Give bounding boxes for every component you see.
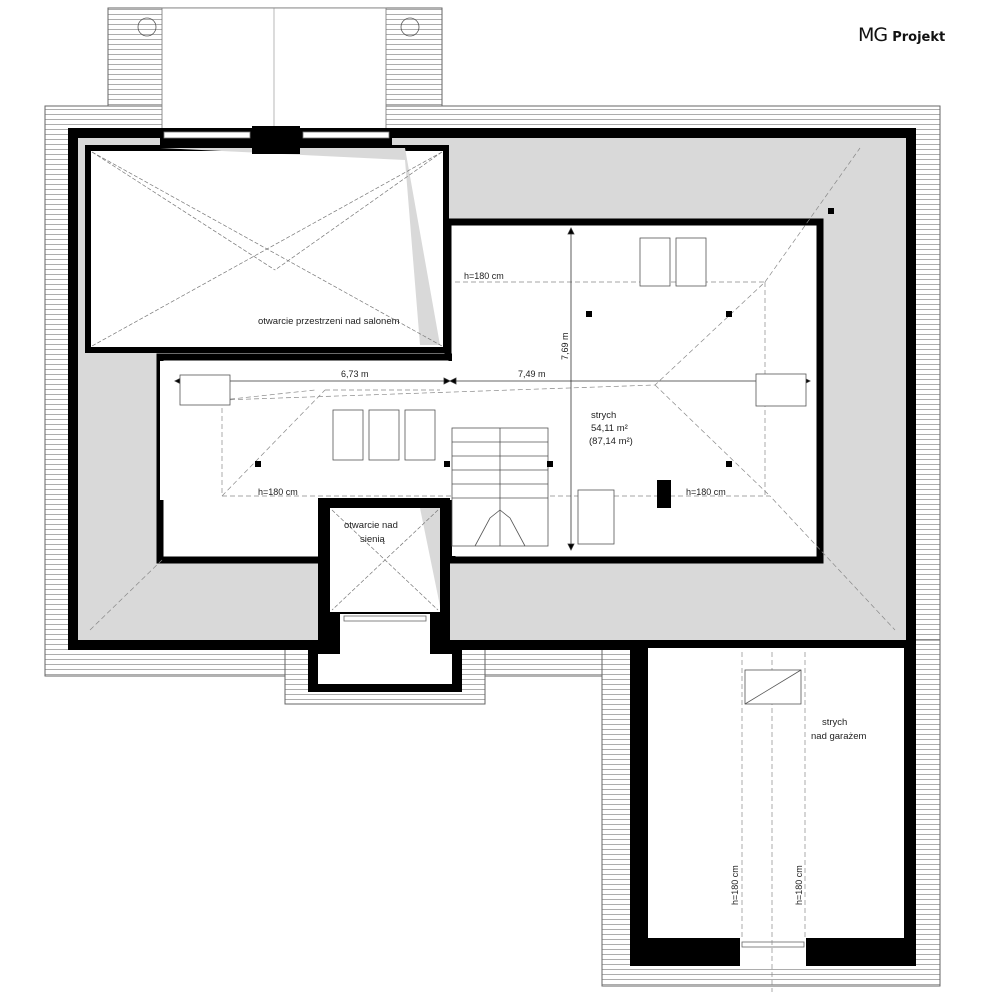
label-garage-2: nad garażem [811,731,867,742]
dim-h-left: h=180 cm [258,487,298,497]
label-open-hall-1: otwarcie nad [344,520,398,531]
open-space-diagonals [91,151,443,347]
dim-height-attic: 7,69 m [560,332,570,360]
dim-h-top: h=180 cm [464,271,504,281]
structural-posts [255,208,834,508]
label-open-hall-2: sienią [360,534,386,545]
staircase [451,427,549,547]
roof-windows [179,237,807,705]
dim-h-garage-right: h=180 cm [794,865,804,905]
label-open-living: otwarcie przestrzeni nad salonem [258,316,400,327]
label-attic-area-total: (87,14 m²) [589,436,633,447]
dim-h-right: h=180 cm [686,487,726,497]
label-attic-name: strych [591,410,616,421]
dim-width-left: 6,73 m [341,369,369,379]
brand-logo-main: MG [858,24,888,46]
dim-h-garage-left: h=180 cm [730,865,740,905]
dim-width-right: 7,49 m [518,369,546,379]
brand-logo-sub: Projekt [892,30,946,45]
label-garage-1: strych [822,717,847,728]
label-attic-area: 54,11 m² [591,423,628,434]
brand-logo: MG Projekt [858,24,945,46]
